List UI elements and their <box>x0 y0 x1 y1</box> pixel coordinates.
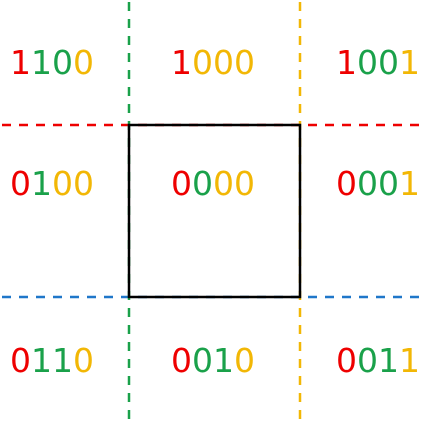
region-code-bottom-left-digit-2: 1 <box>31 341 52 380</box>
region-code-bottom-center: 0010 <box>171 341 255 380</box>
region-code-center-digit-2: 0 <box>192 164 213 203</box>
region-code-center-digit-4: 0 <box>234 164 255 203</box>
region-code-middle-right-digit-4: 1 <box>399 164 420 203</box>
region-code-middle-right: 0001 <box>336 164 420 203</box>
region-code-middle-left: 0100 <box>10 164 94 203</box>
region-code-bottom-center-digit-4: 0 <box>234 341 255 380</box>
region-code-middle-right-digit-3: 0 <box>378 164 399 203</box>
region-code-middle-left-digit-1: 0 <box>10 164 31 203</box>
region-code-bottom-right-digit-3: 1 <box>378 341 399 380</box>
region-code-middle-left-digit-4: 0 <box>73 164 94 203</box>
region-code-top-right-digit-4: 1 <box>399 43 420 82</box>
region-code-top-center-digit-2: 0 <box>192 43 213 82</box>
region-code-top-right-digit-3: 0 <box>378 43 399 82</box>
region-code-bottom-left-digit-3: 1 <box>52 341 73 380</box>
region-code-top-left-digit-3: 0 <box>52 43 73 82</box>
region-code-center-digit-3: 0 <box>213 164 234 203</box>
region-code-top-left-digit-4: 0 <box>73 43 94 82</box>
region-code-bottom-left-digit-4: 0 <box>73 341 94 380</box>
clipping-window <box>127 123 302 299</box>
region-code-bottom-center-digit-1: 0 <box>171 341 192 380</box>
region-code-bottom-left: 0110 <box>10 341 94 380</box>
region-code-middle-right-digit-2: 0 <box>357 164 378 203</box>
region-code-bottom-right: 0011 <box>336 341 420 380</box>
region-code-top-center: 1000 <box>171 43 255 82</box>
region-code-bottom-right-digit-1: 0 <box>336 341 357 380</box>
region-code-top-right: 1001 <box>336 43 420 82</box>
region-code-bottom-center-digit-2: 0 <box>192 341 213 380</box>
region-code-middle-right-digit-1: 0 <box>336 164 357 203</box>
region-code-middle-left-digit-2: 1 <box>31 164 52 203</box>
region-code-center: 0000 <box>171 164 255 203</box>
region-code-top-left-digit-1: 1 <box>10 43 31 82</box>
region-code-top-right-digit-1: 1 <box>336 43 357 82</box>
region-code-bottom-right-digit-4: 1 <box>399 341 420 380</box>
region-code-top-left: 1100 <box>10 43 94 82</box>
region-code-middle-left-digit-3: 0 <box>52 164 73 203</box>
region-code-top-right-digit-2: 0 <box>357 43 378 82</box>
region-code-top-center-digit-3: 0 <box>213 43 234 82</box>
region-code-bottom-center-digit-3: 1 <box>213 341 234 380</box>
region-code-top-center-digit-1: 1 <box>171 43 192 82</box>
region-code-bottom-left-digit-1: 0 <box>10 341 31 380</box>
region-code-top-left-digit-2: 1 <box>31 43 52 82</box>
region-code-center-digit-1: 0 <box>171 164 192 203</box>
region-code-top-center-digit-4: 0 <box>234 43 255 82</box>
region-code-bottom-right-digit-2: 0 <box>357 341 378 380</box>
